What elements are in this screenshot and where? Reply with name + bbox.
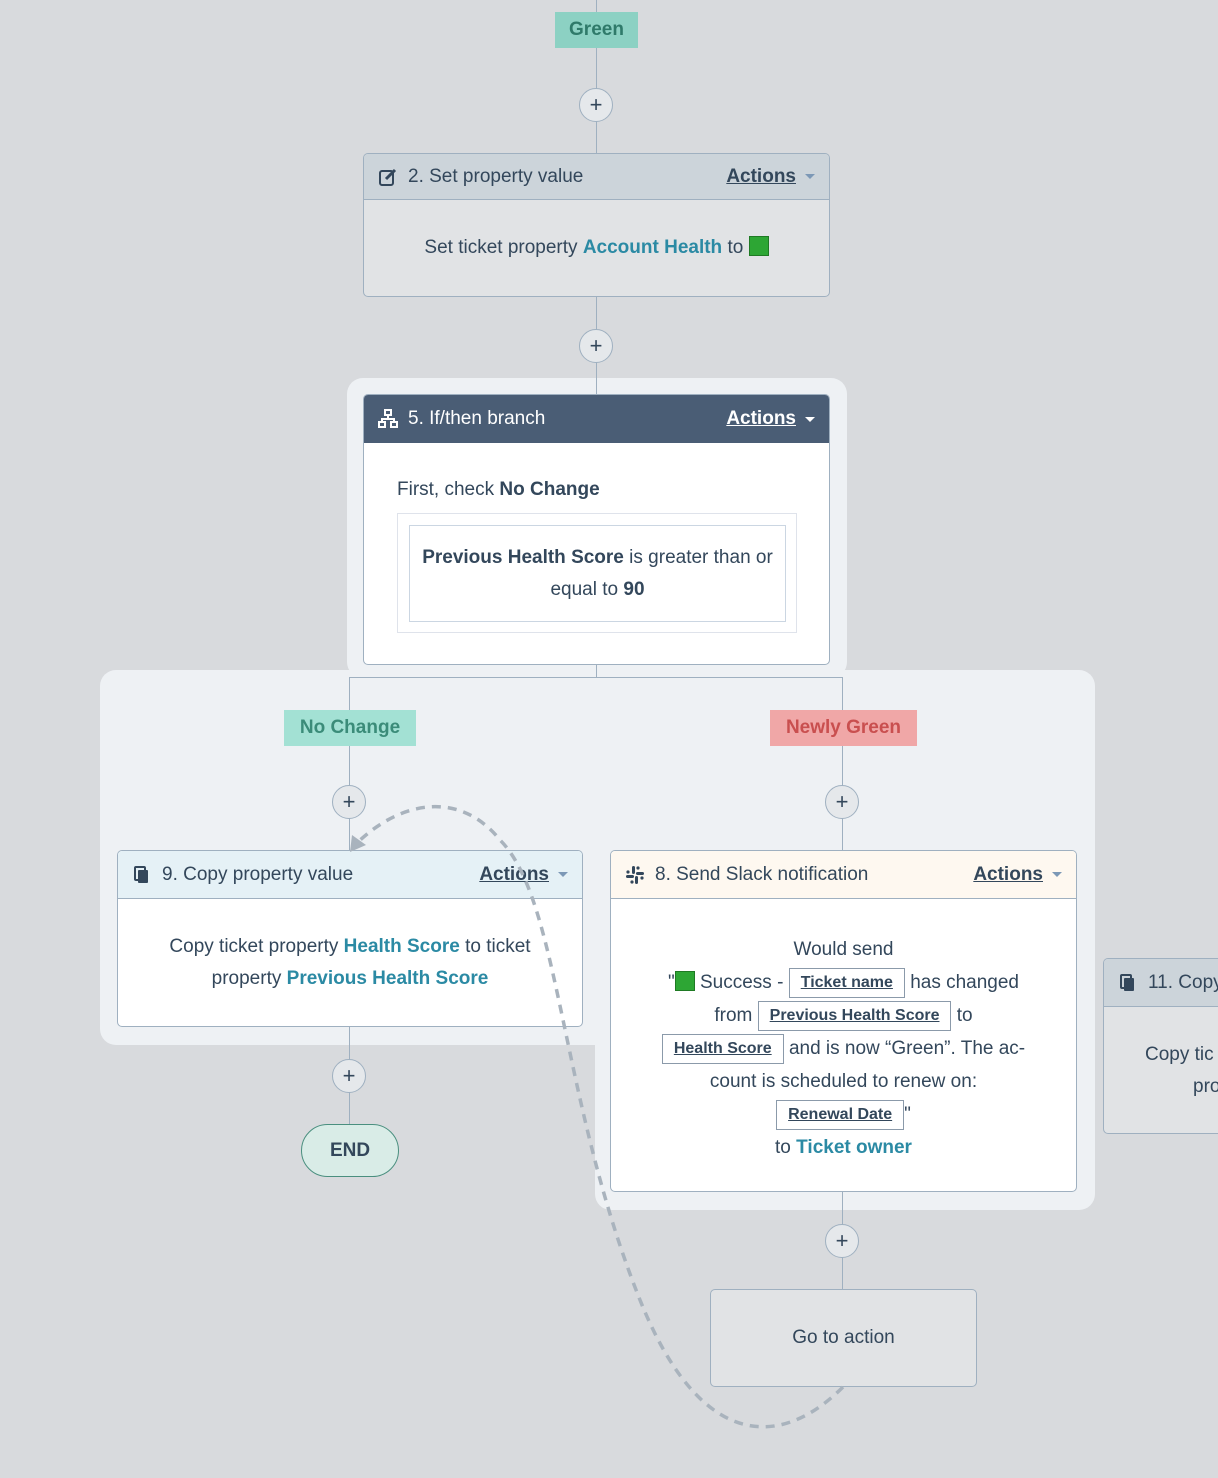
add-action-button[interactable]: +	[825, 1224, 859, 1258]
message-line-5: Renewal Date"	[651, 1098, 1036, 1131]
target-property-link[interactable]: Previous Health Score	[286, 968, 489, 989]
source-property-link[interactable]: Health Score	[343, 936, 460, 957]
step-2-title: 2. Set property value	[408, 165, 584, 187]
copy-icon	[1120, 973, 1134, 991]
message-line-1: " Success - Ticket name has changed	[651, 966, 1036, 999]
step-11-header: 11. Copy	[1104, 959, 1218, 1007]
token-previous-health-score[interactable]: Previous Health Score	[757, 1000, 952, 1031]
property-link[interactable]: Account Health	[582, 237, 723, 258]
would-send-label: Would send	[793, 939, 894, 960]
add-action-button[interactable]: +	[825, 785, 859, 819]
first-check-line: First, check No Change	[397, 479, 600, 500]
step-2-body: Set ticket property Account Health to	[364, 200, 829, 264]
step-5-card[interactable]: 5. If/then branch Actions First, check N…	[363, 394, 830, 665]
step-8-actions-menu[interactable]: Actions	[973, 864, 1062, 886]
token-health-score[interactable]: Health Score	[661, 1033, 784, 1064]
step-8-title: 8. Send Slack notification	[655, 863, 869, 885]
message-line-2: from Previous Health Score to	[651, 999, 1036, 1032]
chevron-down-icon	[805, 174, 815, 179]
token-renewal-date[interactable]: Renewal Date	[776, 1099, 905, 1130]
step-9-title: 9. Copy property value	[162, 863, 354, 885]
branch-label-green: Green	[555, 12, 638, 48]
step-2-header: 2. Set property value Actions	[364, 154, 829, 200]
edit-icon	[379, 168, 397, 186]
step-5-header: 5. If/then branch Actions	[364, 395, 829, 443]
token-ticket-name[interactable]: Ticket name	[788, 967, 905, 998]
step-11-title: 11. Copy	[1148, 971, 1218, 993]
branch-icon	[378, 409, 398, 428]
connector	[349, 677, 843, 678]
branch-label-newly-green: Newly Green	[770, 710, 917, 746]
step-8-body: Would send " Success - Ticket name has c…	[611, 899, 1076, 1164]
step-9-card[interactable]: 9. Copy property value Actions Copy tick…	[117, 850, 583, 1027]
add-action-button[interactable]: +	[332, 1059, 366, 1093]
green-square-icon	[748, 236, 769, 256]
connector	[596, 0, 597, 14]
step-8-card[interactable]: 8. Send Slack notification Actions Would…	[610, 850, 1077, 1192]
step-9-body: Copy ticket property Health Score to tic…	[169, 936, 531, 989]
step-11-card[interactable]: 11. Copy Copy tic pro	[1103, 958, 1218, 1134]
step-5-title: 5. If/then branch	[408, 408, 546, 429]
green-square-icon	[674, 971, 695, 991]
condition-box: Previous Health Score is greater than or…	[409, 525, 786, 622]
branch-label-no-change: No Change	[284, 710, 416, 746]
recipient-line: to Ticket owner	[775, 1137, 912, 1158]
connector	[842, 677, 843, 852]
add-action-button[interactable]: +	[579, 329, 613, 363]
chevron-down-icon	[805, 416, 815, 422]
message-line-4: count is scheduled to renew on:	[709, 1071, 978, 1092]
chevron-down-icon	[558, 872, 568, 877]
connector	[596, 664, 597, 678]
chevron-down-icon	[1052, 872, 1062, 877]
step-9-actions-menu[interactable]: Actions	[479, 864, 568, 886]
add-action-button[interactable]: +	[332, 785, 366, 819]
step-2-actions-menu[interactable]: Actions	[726, 166, 815, 188]
message-line-3: Health Score and is now “Green”. The ac-	[651, 1032, 1036, 1065]
step-9-header: 9. Copy property value Actions	[118, 851, 582, 899]
slack-icon	[626, 865, 644, 884]
copy-icon	[134, 865, 148, 883]
go-to-action-card[interactable]: Go to action	[710, 1289, 977, 1387]
step-8-header: 8. Send Slack notification Actions	[611, 851, 1076, 899]
condition-outer-box: Previous Health Score is greater than or…	[397, 513, 797, 633]
connector	[349, 677, 350, 852]
end-node: END	[301, 1124, 399, 1177]
recipient-link[interactable]: Ticket owner	[796, 1137, 912, 1158]
step-2-card[interactable]: 2. Set property value Actions Set ticket…	[363, 153, 830, 297]
add-action-button[interactable]: +	[579, 88, 613, 122]
step-5-actions-menu[interactable]: Actions	[726, 408, 815, 430]
step-11-body: Copy tic pro	[1145, 1044, 1218, 1097]
